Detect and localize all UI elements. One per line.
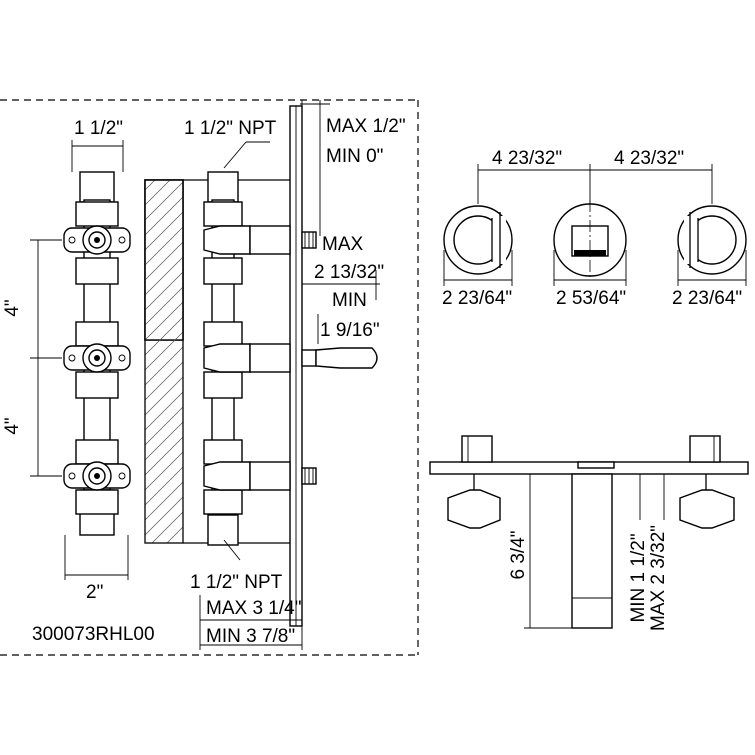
manifold-front-view	[30, 140, 131, 580]
handle-right	[677, 205, 747, 275]
handle-right-dia-label: 2 23/64"	[672, 288, 742, 309]
max-label: MAX	[322, 234, 364, 255]
valve-cartridge-lower	[203, 461, 317, 491]
trim-top-view	[429, 435, 749, 629]
trim-front-view	[443, 164, 747, 286]
rough-in-boundary	[0, 99, 419, 656]
min-wall-top-label: MIN 0"	[326, 146, 383, 167]
max-wall-top-label: MAX 1/2"	[326, 116, 406, 137]
valve-mount-upper	[63, 225, 131, 255]
spout-front	[553, 200, 627, 280]
pipe-width-bottom-label: 2"	[86, 582, 103, 603]
valve-cartridge-upper	[203, 225, 317, 255]
max-extension-label: MAX 2 3/32"	[648, 525, 669, 631]
min-depth-label: MIN 3 7/8"	[206, 626, 295, 647]
model-number-label: 300073RHL00	[32, 624, 155, 645]
min-label: MIN	[332, 290, 367, 311]
handle-left	[443, 205, 513, 275]
front-spacing-right-label: 4 23/32"	[614, 148, 684, 169]
manifold-side-view	[144, 100, 380, 650]
pipe-width-top-label: 1 1/2"	[74, 118, 123, 139]
min-value-label: 1 9/16"	[320, 320, 380, 341]
spacing-upper-label: 4"	[2, 299, 23, 316]
handle-left-dia-label: 2 23/64"	[442, 288, 512, 309]
valve-mount-middle	[63, 343, 131, 373]
max-value-label: 2 13/32"	[314, 262, 384, 283]
spout-body-middle	[203, 343, 378, 373]
front-spacing-left-label: 4 23/32"	[492, 148, 562, 169]
npt-top-label: 1 1/2" NPT	[184, 118, 277, 139]
wall-hatching	[144, 179, 184, 544]
npt-bottom-label: 1 1/2" NPT	[190, 572, 283, 593]
max-depth-label: MAX 3 1/4"	[206, 598, 301, 619]
spout-dia-label: 2 53/64"	[556, 288, 626, 309]
spacing-lower-label: 4"	[2, 417, 23, 434]
valve-mount-lower	[63, 461, 131, 491]
spout-height-label: 6 3/4"	[508, 530, 529, 579]
min-extension-label: MIN 1 1/2"	[628, 533, 649, 622]
